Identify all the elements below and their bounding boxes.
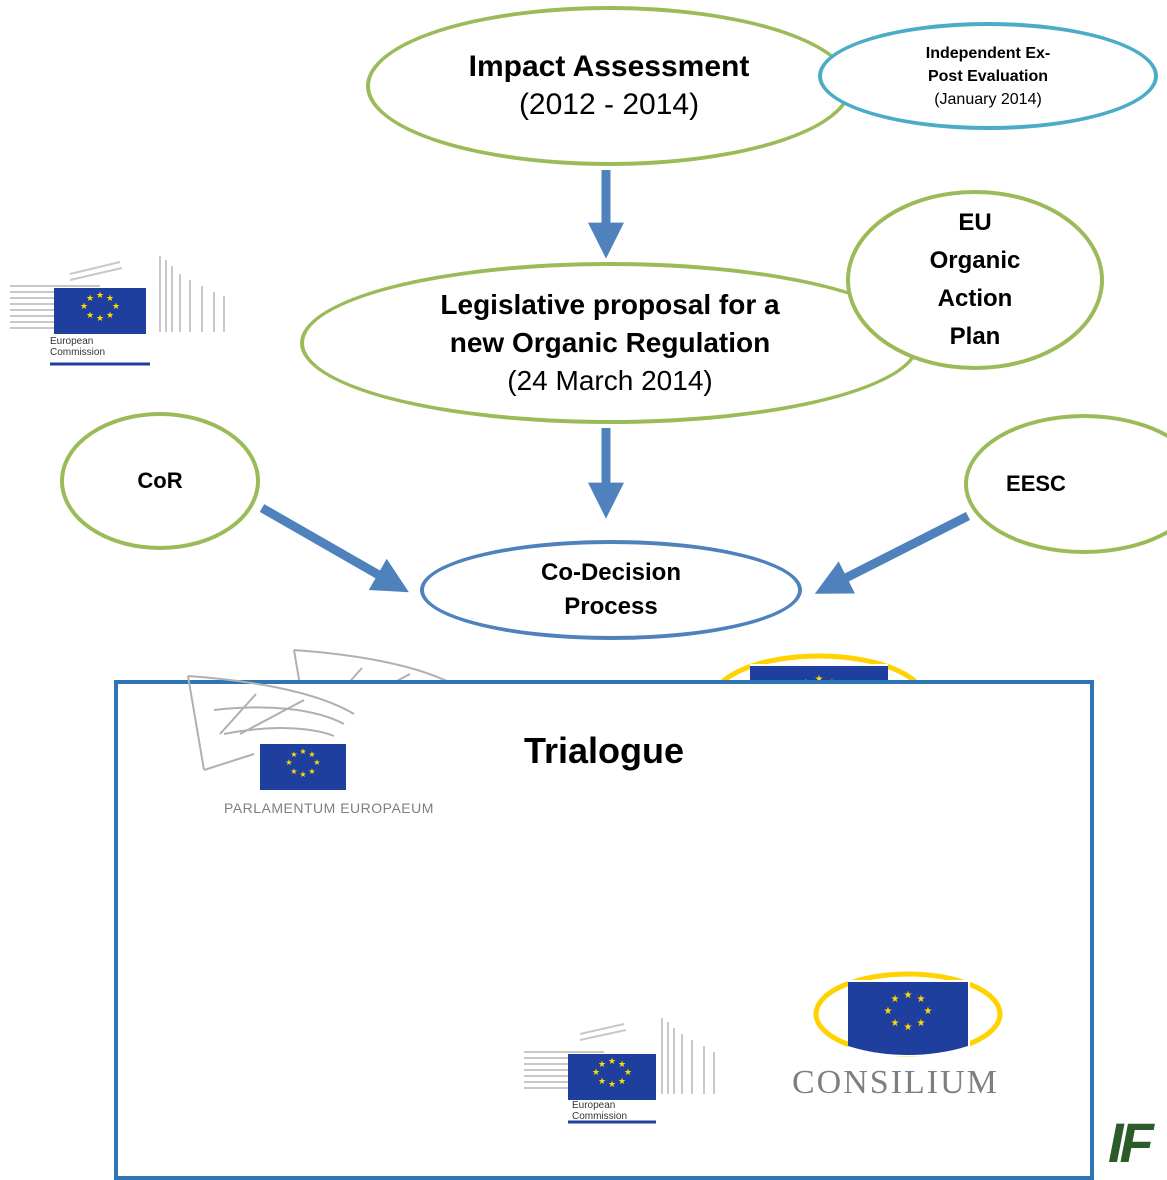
svg-text:★: ★ — [86, 311, 94, 321]
svg-text:★: ★ — [96, 291, 104, 301]
svg-text:★: ★ — [618, 1060, 626, 1070]
proposal-date: (24 March 2014) — [507, 365, 713, 396]
svg-text:★: ★ — [96, 314, 104, 324]
svg-text:★: ★ — [598, 1060, 606, 1070]
trialogue-ec-logo-line1: European — [572, 1100, 616, 1111]
svg-text:★: ★ — [299, 770, 306, 779]
eesc-label: EESC — [1006, 471, 1066, 496]
codecision-node: Co-Decision Process — [420, 540, 802, 640]
codecision-line1: Co-Decision — [540, 559, 681, 586]
arrow-eesc-to-codecision — [814, 511, 971, 594]
european-commission-logo: ★★★ ★★★ ★★ European Commission — [10, 256, 226, 366]
action-plan-line1: EU — [958, 209, 992, 236]
svg-text:★: ★ — [917, 1018, 926, 1029]
trialogue-ep-logo-text: PARLAMENTUM EUROPAEUM — [224, 800, 434, 816]
ec-building-icon: ★★★ ★★★ ★★ — [10, 256, 225, 366]
action-plan-line3: Action — [937, 285, 1013, 312]
svg-text:★: ★ — [313, 758, 320, 767]
svg-text:★: ★ — [106, 294, 114, 304]
svg-text:★: ★ — [924, 1006, 933, 1017]
impact-assessment-dates: (2012 - 2014) — [518, 88, 700, 121]
svg-text:★: ★ — [106, 311, 114, 321]
svg-text:★: ★ — [112, 302, 120, 312]
impact-assessment-title: Impact Assessment — [468, 50, 750, 83]
trialogue-commission-logo: ★★★ ★★★ ★★ European Commission — [524, 1014, 716, 1124]
svg-text:★: ★ — [608, 1057, 616, 1067]
eesc-node: EESC — [964, 414, 1167, 554]
action-plan-node: EU Organic Action Plan — [846, 190, 1104, 370]
svg-text:★: ★ — [608, 1080, 616, 1090]
arrow-cor-to-codecision — [259, 504, 409, 593]
ex-post-evaluation-line2: Post Evaluation — [927, 67, 1049, 85]
trialogue-ep-emblem: ★★★ ★★★ ★★ PARLAMENTUM EUROPAEUM — [184, 674, 454, 824]
svg-text:★: ★ — [618, 1077, 626, 1087]
trialogue-consilium-logo: ★★★ ★★★ ★★ CONSILIUM — [792, 971, 1062, 1154]
svg-text:★: ★ — [815, 674, 824, 685]
proposal-line2: new Organic Regulation — [449, 327, 771, 358]
svg-text:★: ★ — [299, 747, 306, 756]
svg-text:★: ★ — [891, 994, 900, 1005]
ex-post-evaluation-node: Independent Ex- Post Evaluation (January… — [818, 22, 1158, 130]
trialogue-title: Trialogue — [523, 730, 685, 771]
action-plan-line4: Plan — [949, 323, 1001, 350]
legislative-proposal-node: Legislative proposal for a new Organic R… — [300, 262, 920, 424]
svg-text:★: ★ — [891, 1018, 900, 1029]
svg-text:★: ★ — [624, 1068, 632, 1078]
trialogue-ep-icon: ★★★ ★★★ ★★ — [187, 675, 355, 790]
ifoam-logo: IF — [1108, 1111, 1154, 1174]
cor-label: CoR — [137, 468, 183, 493]
proposal-line1: Legislative proposal for a — [440, 289, 780, 320]
svg-text:★: ★ — [917, 994, 926, 1005]
svg-text:★: ★ — [86, 294, 94, 304]
svg-text:★: ★ — [592, 1068, 600, 1078]
svg-text:★: ★ — [290, 767, 297, 776]
svg-text:★: ★ — [308, 750, 315, 759]
trialogue-consilium-logo-text: CONSILIUM — [792, 1064, 999, 1101]
svg-text:★: ★ — [904, 1022, 913, 1033]
cor-node: CoR — [60, 412, 260, 550]
trialogue-ec-logo-line2: Commission — [572, 1111, 628, 1122]
svg-text:★: ★ — [80, 302, 88, 312]
trialogue-consilium-emblem-icon: ★★★ ★★★ ★★ — [813, 971, 1003, 1057]
svg-text:★: ★ — [904, 990, 913, 1001]
ec-logo-line1: European — [50, 336, 94, 347]
ex-post-evaluation-line1: Independent Ex- — [925, 44, 1051, 62]
svg-text:★: ★ — [290, 750, 297, 759]
ex-post-evaluation-date: (January 2014) — [934, 90, 1042, 108]
codecision-line2: Process — [564, 593, 658, 620]
svg-text:★: ★ — [598, 1077, 606, 1087]
svg-text:★: ★ — [285, 758, 292, 767]
impact-assessment-node: Impact Assessment (2012 - 2014) — [366, 6, 852, 166]
svg-text:★: ★ — [308, 767, 315, 776]
ec-logo-line2: Commission — [50, 347, 106, 358]
svg-text:★: ★ — [884, 1006, 893, 1017]
action-plan-line2: Organic — [929, 247, 1021, 274]
trialogue-ec-building-icon: ★★★ ★★★ ★★ — [524, 1018, 715, 1124]
